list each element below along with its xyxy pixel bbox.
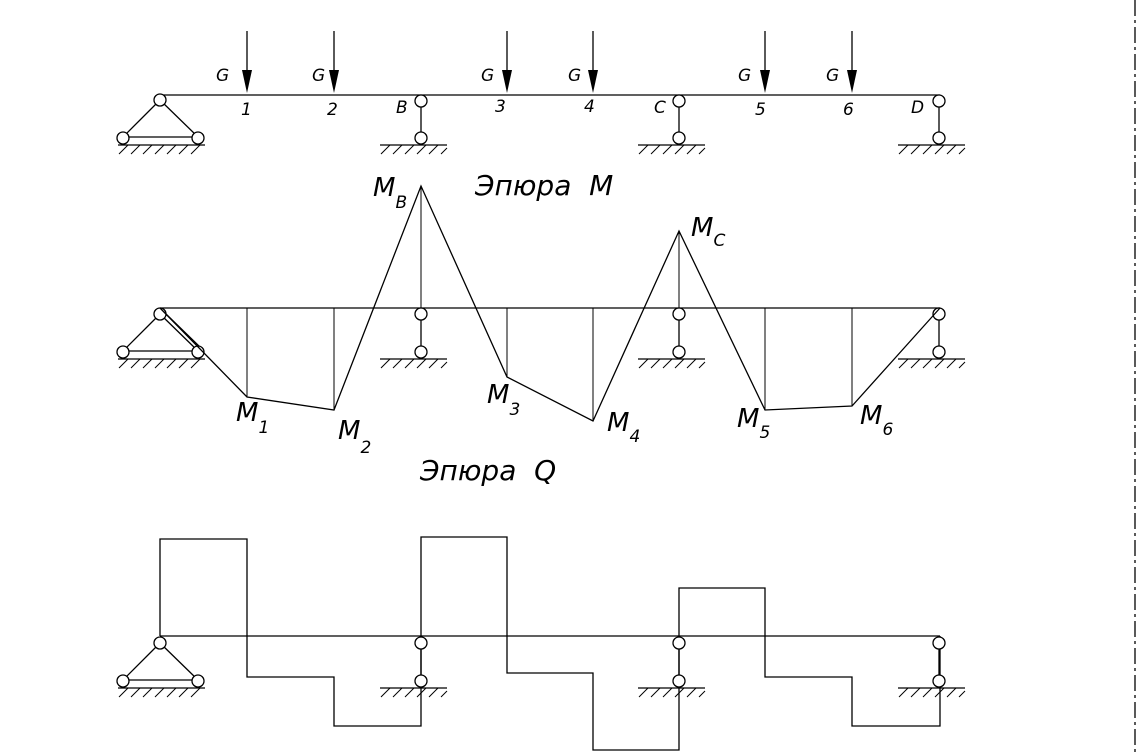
load-arrow-3	[502, 31, 512, 93]
point-label-4: 4	[584, 97, 595, 117]
shear-roller-support-b	[380, 636, 448, 698]
moment-roller-support-c	[638, 307, 706, 369]
moment-label-m5: M5	[737, 404, 770, 443]
load-label-5: G	[738, 66, 751, 86]
load-arrow-2	[329, 31, 339, 93]
moment-label-m4: M4	[607, 408, 640, 447]
shear-roller-support-d	[898, 636, 966, 698]
load-arrow-5	[760, 31, 770, 93]
load-label-4: G	[568, 66, 581, 86]
point-label-2: 2	[327, 100, 338, 120]
moment-label-mc: MC	[691, 213, 725, 251]
moment-curve	[159, 184, 941, 422]
moment-roller-support-d	[898, 307, 966, 369]
load-label-3: G	[481, 66, 494, 86]
point-label-1: 1	[241, 100, 252, 120]
moment-pin-support-a	[116, 307, 205, 369]
roller-support-c	[638, 94, 706, 155]
load-label-2: G	[312, 66, 325, 86]
roller-support-b	[380, 94, 448, 155]
point-label-c: C	[654, 98, 666, 118]
shear-stepped-curve	[159, 536, 941, 751]
moment-label-mb: MB	[373, 173, 407, 213]
moment-label-m6: M6	[860, 401, 893, 440]
moment-diagram: Эпюра M	[116, 169, 966, 458]
moment-label-m1: M1	[236, 398, 269, 438]
load-label-1: G	[216, 66, 229, 86]
shear-diagram: Эпюра Q	[116, 454, 966, 751]
moment-roller-support-b	[380, 307, 448, 369]
roller-support-d	[898, 94, 966, 155]
pin-support-a	[116, 93, 205, 155]
point-label-b: B	[396, 98, 408, 118]
moment-label-m2: M2	[338, 416, 371, 458]
point-label-6: 6	[843, 100, 854, 120]
load-arrows	[242, 31, 857, 93]
point-label-3: 3	[495, 97, 506, 117]
shear-diagram-title: Эпюра Q	[419, 454, 556, 487]
moment-ordinates	[246, 186, 853, 421]
load-arrow-6	[847, 31, 857, 93]
shear-roller-support-c	[638, 636, 706, 698]
load-label-6: G	[826, 66, 839, 86]
shear-pin-support-a	[116, 636, 205, 698]
point-label-5: 5	[755, 100, 766, 120]
point-label-d: D	[911, 98, 924, 118]
load-arrow-1	[242, 31, 252, 93]
moment-diagram-title: Эпюра M	[474, 169, 613, 202]
moment-label-m3: M3	[487, 380, 520, 420]
load-arrow-4	[588, 31, 598, 93]
beam-scheme: G G G G G G 1 2 B 3 4 C 5 6 D	[116, 31, 966, 155]
